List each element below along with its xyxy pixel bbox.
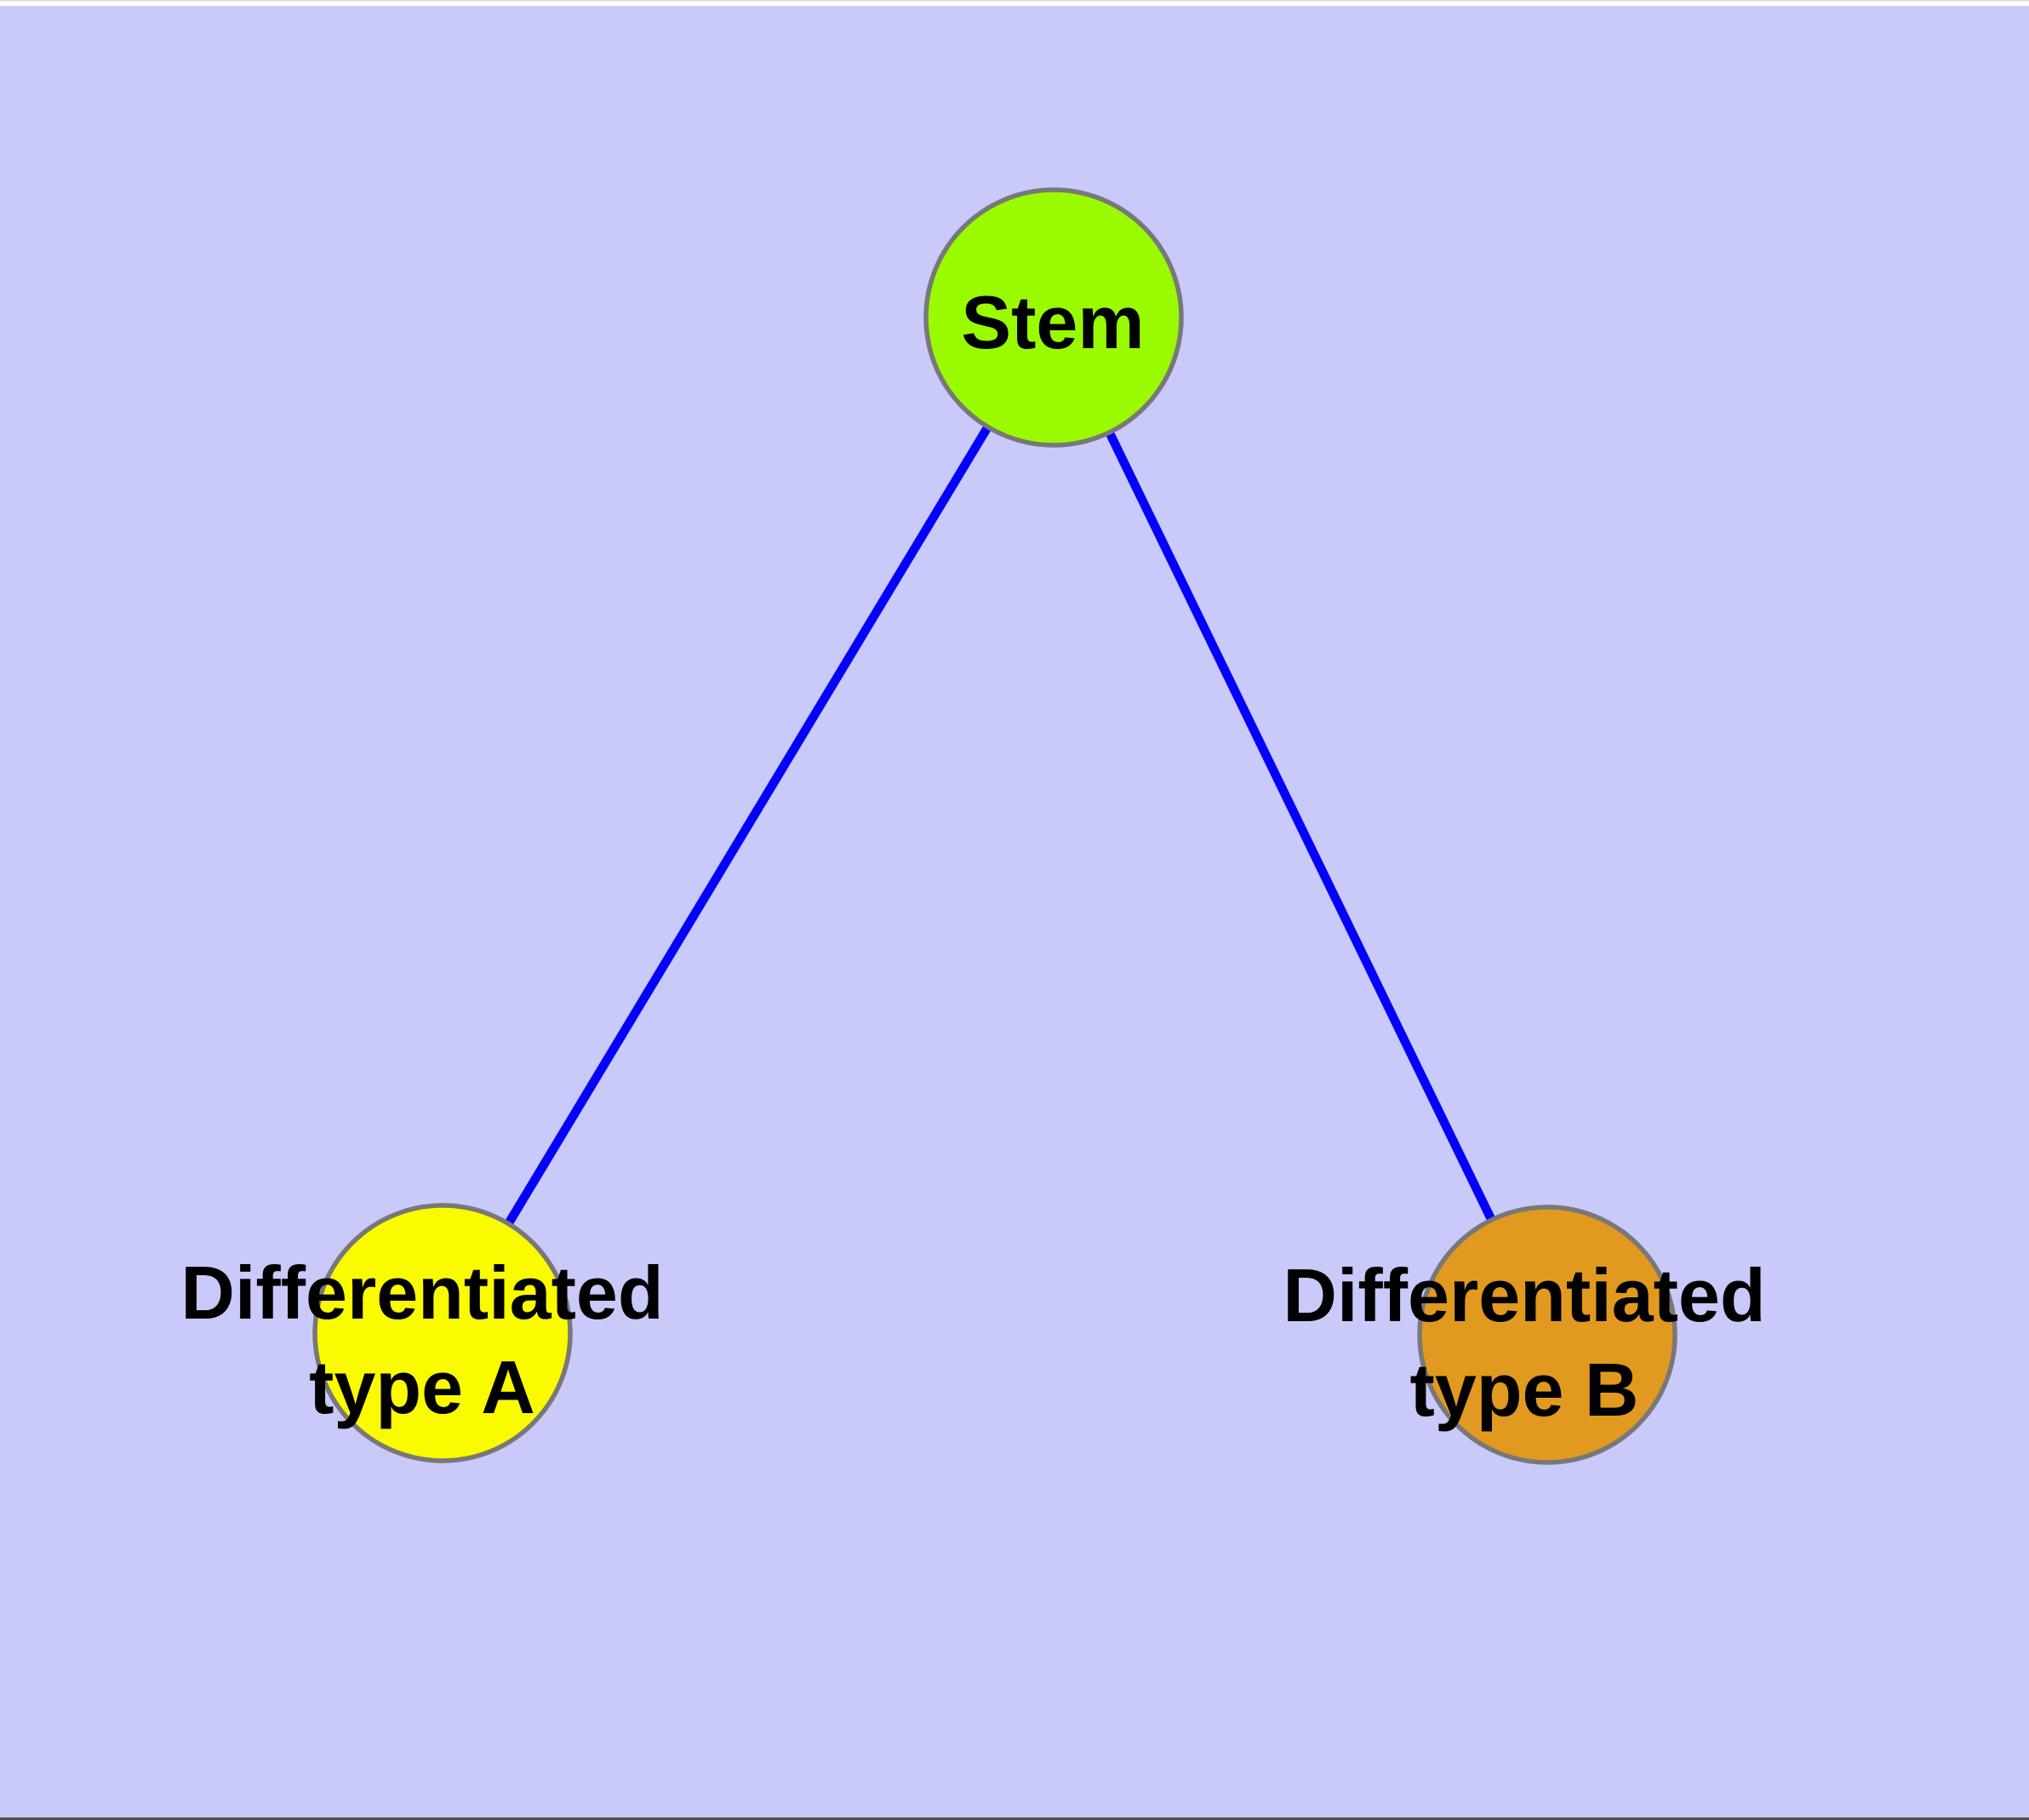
- bottom-edge-line: [0, 1817, 2029, 1820]
- edge-stem-to-type-a: [438, 315, 1058, 1336]
- node-differentiated-type-a-label-line2: type A: [309, 1345, 535, 1429]
- node-stem-label: Stem: [961, 280, 1144, 364]
- edge-stem-to-type-b: [1049, 315, 1552, 1337]
- node-differentiated-type-b-circle: [1417, 1205, 1677, 1465]
- node-differentiated-type-a-label-line1: Differentiated: [180, 1251, 663, 1335]
- node-differentiated-type-b-label-line2: type B: [1410, 1348, 1639, 1432]
- node-differentiated-type-a-circle: [312, 1203, 573, 1463]
- node-differentiated-type-b-label-line1: Differentiated: [1283, 1253, 1765, 1337]
- node-stem-circle: [923, 187, 1184, 448]
- top-edge-strip: [0, 0, 2029, 6]
- top-edge-hairline: [0, 0, 2029, 2]
